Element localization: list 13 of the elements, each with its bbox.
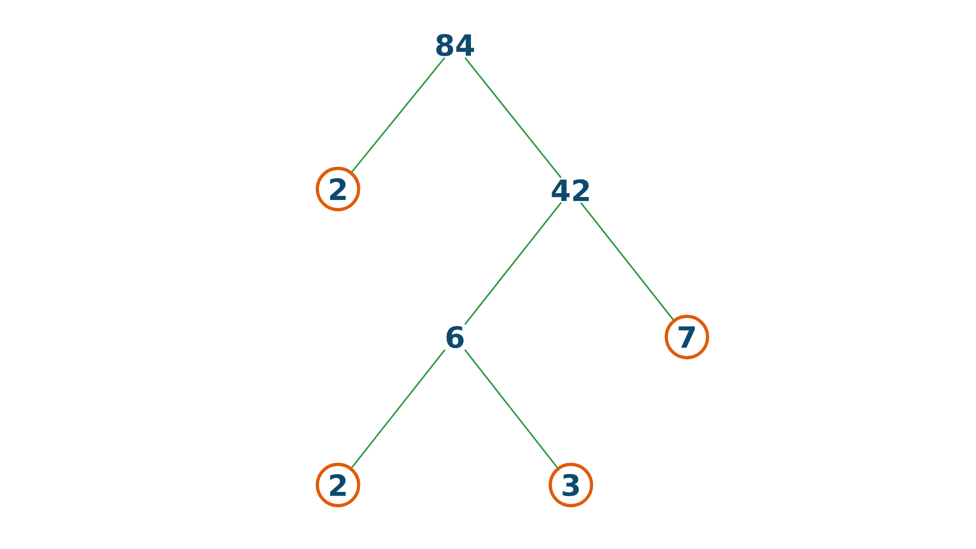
branch-line <box>580 202 674 320</box>
number: 6 <box>446 326 464 348</box>
branch-line <box>464 202 562 325</box>
branch-line <box>351 57 446 172</box>
circled-number: 2 <box>316 166 360 212</box>
branch-line <box>464 349 558 468</box>
circled-number: 7 <box>664 314 710 360</box>
number: 84 <box>436 34 474 56</box>
branch-line <box>351 349 446 468</box>
number: 42 <box>552 179 589 201</box>
branch-line <box>464 57 562 178</box>
circled-number: 2 <box>316 462 360 508</box>
circled-number: 3 <box>548 462 594 508</box>
